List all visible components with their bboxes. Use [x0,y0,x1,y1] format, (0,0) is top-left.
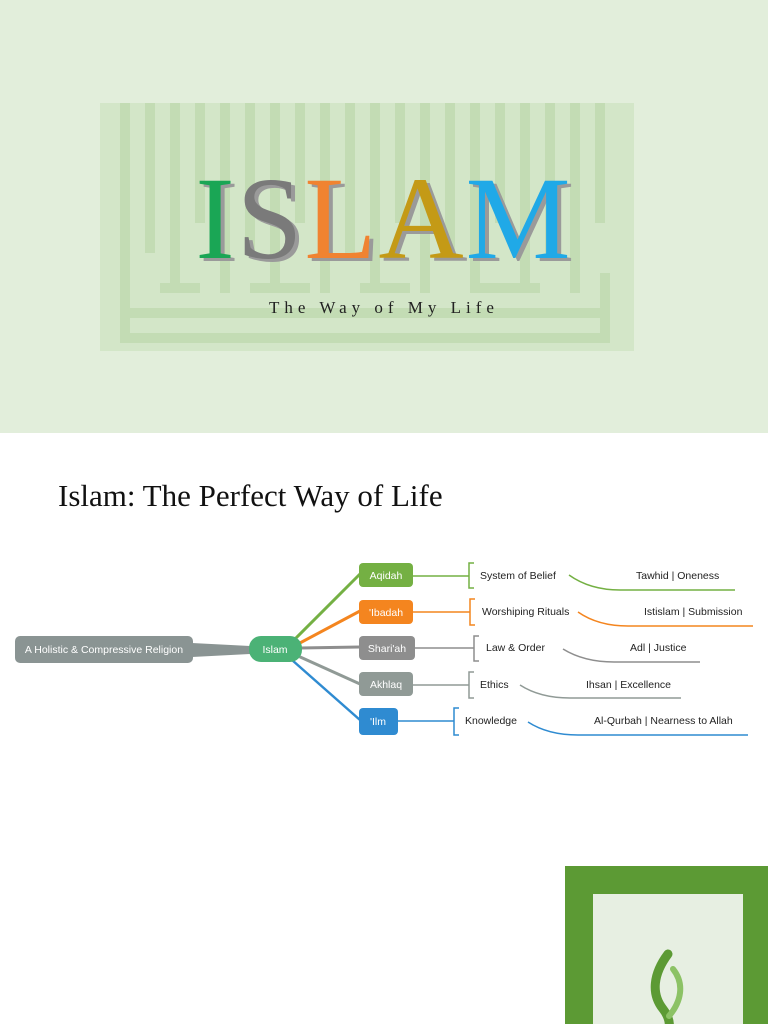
meaning-akhlaq: Ethics [480,679,509,691]
logo-letter: S [236,153,305,284]
branch-node-ilm [359,708,398,735]
branch-label-ibadah: 'Ibadah [369,607,403,619]
logo-letter: L [304,153,379,284]
center-node [249,636,302,662]
slide-title: Islam: The Perfect Way of Life [58,478,443,513]
branch-node-shariah [359,636,415,660]
logo-letter: I [195,153,237,284]
branch-node-aqidah [359,563,413,587]
branch-connector-ilm [291,659,361,721]
branch-label-aqidah: Aqidah [370,570,403,582]
meaning-ibadah: Worshiping Rituals [482,606,569,618]
root-connector [192,643,250,657]
connector-aqidah-concept [568,574,735,591]
bracket-ibadah [469,598,475,626]
meaning-shariah: Law & Order [486,642,545,654]
logo-letter: M [465,153,573,284]
next-slide-cover-fragment [565,866,768,1024]
branch-node-akhlaq [359,672,413,696]
meaning-ilm: Knowledge [465,715,517,727]
root-node [15,636,193,663]
bracket-akhlaq [468,671,474,699]
kufic-pattern-svg [120,103,610,343]
branch-connector-akhlaq [297,654,361,686]
branch-label-ilm: 'Ilm [370,716,386,728]
kufic-calligraphy-pattern [100,103,634,351]
bracket-ilm [453,707,459,736]
logo-letter: A [378,153,466,284]
mind-map-diagram: A Holistic & Compressive Religion Islam … [15,562,753,736]
concept-aqidah: Tawhid | Oneness [636,570,719,582]
calligraphy-emblem-icon [650,949,684,1024]
bracket-aqidah [468,562,474,589]
branch-label-akhlaq: Akhlaq [370,679,402,691]
islam-logo-wordmark: ISLAM [0,160,768,278]
concept-akhlaq: Ihsan | Excellence [586,679,671,691]
branch-node-ibadah [359,600,413,624]
concept-ibadah: Istislam | Submission [644,606,743,618]
root-node-label: A Holistic & Compressive Religion [25,644,183,656]
cover-slide: ISLAM The Way of My Life [0,0,768,433]
concept-shariah: Adl | Justice [630,642,687,654]
cover-tagline: The Way of My Life [269,298,499,317]
branch-connector-shariah [299,645,361,650]
branch-connector-ibadah [297,609,361,646]
connector-ibadah-concept [577,611,753,627]
connector-ilm-concept [527,721,748,736]
branch-label-shariah: Shari'ah [368,643,406,655]
meaning-aqidah: System of Belief [480,570,556,582]
concept-ilm: Al-Qurbah | Nearness to Allah [594,715,733,727]
bracket-shariah [473,635,479,662]
branch-connector-aqidah [290,572,362,644]
connector-shariah-concept [562,648,700,663]
parchment-panel [593,894,743,1024]
center-node-label: Islam [262,644,287,656]
connector-akhlaq-concept [519,684,681,699]
